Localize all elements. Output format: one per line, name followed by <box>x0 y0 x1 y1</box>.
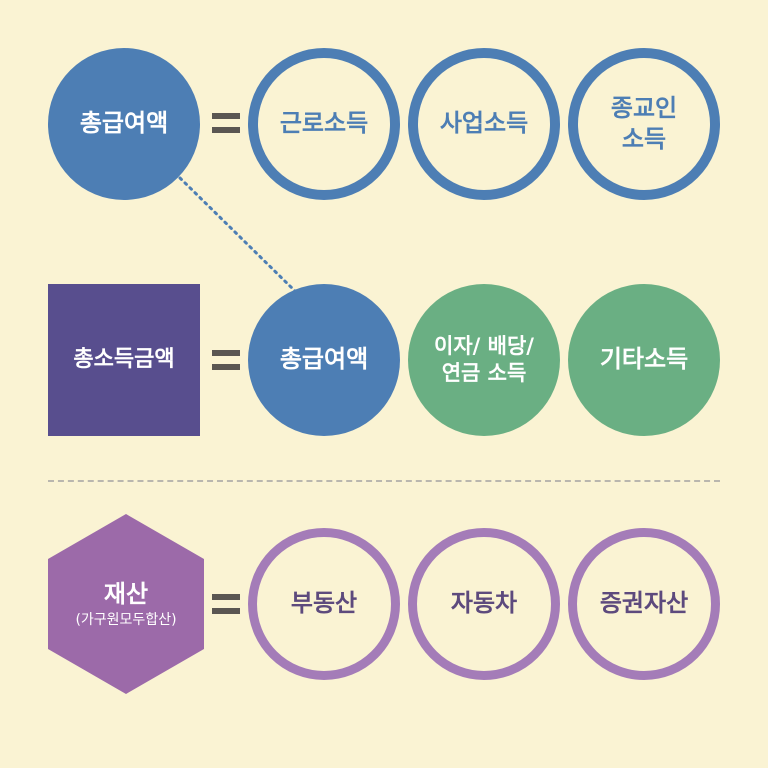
interest-dividend-pension-label: 이자/ 배당/ 연금 소득 <box>434 333 534 385</box>
equals-sign-1 <box>212 113 240 133</box>
total-salary-label-2: 총급여액 <box>279 345 369 374</box>
total-income-amount-node: 총소득금액 <box>48 284 200 436</box>
total-salary-node-2: 총급여액 <box>248 284 400 436</box>
real-estate-node: 부동산 <box>248 528 400 680</box>
earned-income-node: 근로소득 <box>248 48 400 200</box>
interest-dividend-pension-node: 이자/ 배당/ 연금 소득 <box>408 284 560 436</box>
earned-income-label: 근로소득 <box>279 109 369 138</box>
business-income-node: 사업소득 <box>408 48 560 200</box>
securities-node: 증권자산 <box>568 528 720 680</box>
securities-label: 증권자산 <box>599 589 689 618</box>
religious-income-label: 종교인 소득 <box>610 93 678 153</box>
equals-sign-2 <box>212 350 240 370</box>
assets-sublabel: (가구원모두합산) <box>75 611 177 628</box>
religious-income-node: 종교인 소득 <box>568 48 720 200</box>
assets-node: 재산 (가구원모두합산) <box>48 514 204 694</box>
vehicle-label: 자동차 <box>450 589 518 618</box>
other-income-node: 기타소득 <box>568 284 720 436</box>
total-salary-node: 총급여액 <box>48 48 200 200</box>
vehicle-node: 자동차 <box>408 528 560 680</box>
business-income-label: 사업소득 <box>439 109 529 138</box>
other-income-label: 기타소득 <box>599 345 689 374</box>
total-salary-label: 총급여액 <box>79 109 169 138</box>
total-income-amount-label: 총소득금액 <box>73 346 175 372</box>
equals-sign-3 <box>212 594 240 614</box>
section-divider <box>48 480 720 482</box>
assets-label: 재산 <box>103 580 149 609</box>
real-estate-label: 부동산 <box>290 589 358 618</box>
